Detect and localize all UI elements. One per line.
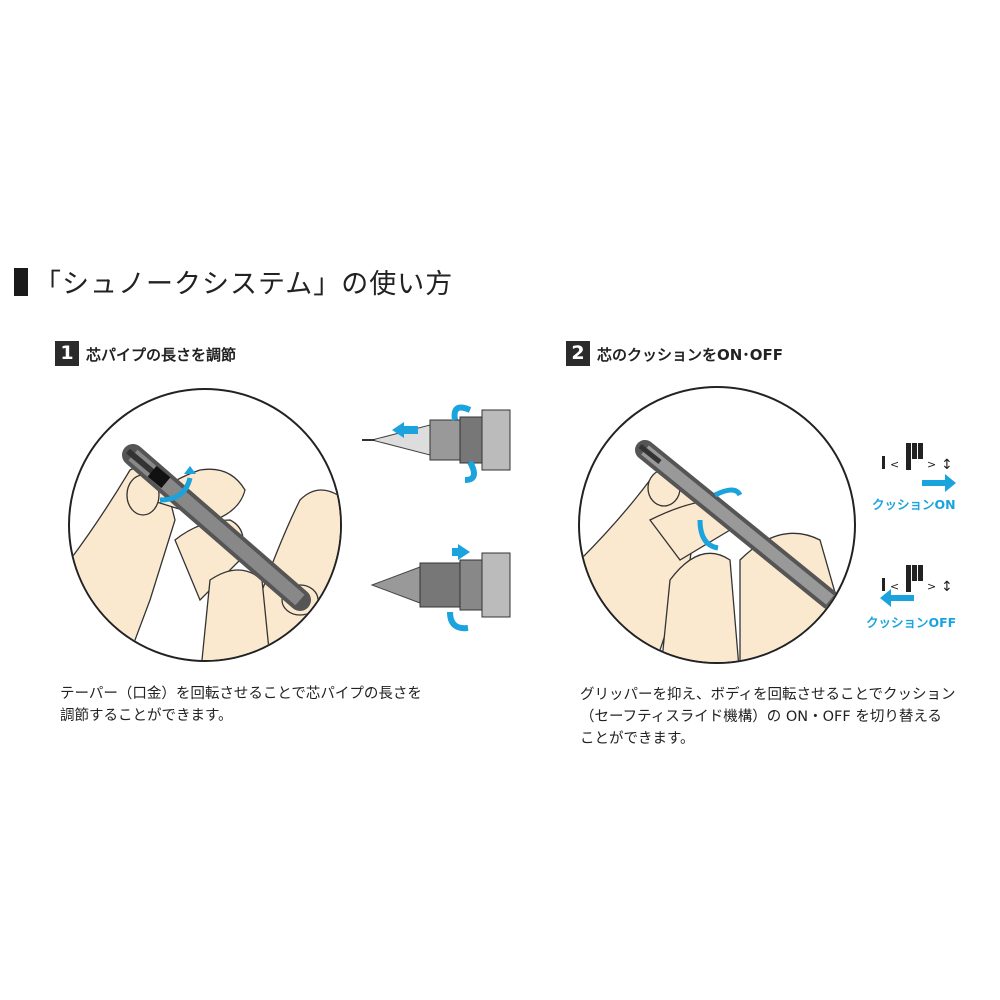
page-title: 「シュノークシステム」の使い方 — [34, 269, 454, 300]
caption-line: 調節することができます。 — [60, 708, 233, 724]
cushion-off-icon: < > ↕ — [880, 565, 953, 607]
svg-text:<: < — [890, 458, 899, 471]
tip-extended-illustration — [362, 404, 511, 483]
step-2-caption: グリッパーを抑え、ボディを回転させることでクッション （セーフティスライド機構）… — [580, 684, 956, 750]
step-1-badge: 1 — [55, 341, 79, 366]
caption-line: （セーフティスライド機構）の ON・OFF を切り替える — [580, 709, 942, 725]
step-2-badge: 2 — [566, 341, 590, 366]
cushion-on-label: クッションON — [872, 497, 956, 512]
cushion-off-label: クッションOFF — [866, 615, 957, 630]
caption-line: ことができます。 — [580, 731, 695, 747]
svg-text:↕: ↕ — [941, 457, 953, 473]
svg-text:<: < — [890, 580, 899, 593]
step-1-caption: テーパー（口金）を回転させることで芯パイプの長さを 調節することができます。 — [60, 683, 422, 727]
caption-line: グリッパーを抑え、ボディを回転させることでクッション — [580, 687, 956, 703]
step-1-label: 芯パイプの長さを調節 — [86, 346, 237, 364]
caption-line: テーパー（口金）を回転させることで芯パイプの長さを — [60, 686, 422, 702]
step-2-label: 芯のクッションをON･OFF — [597, 346, 784, 364]
tip-retracted-illustration — [370, 544, 511, 632]
svg-text:>: > — [927, 458, 936, 471]
title-marker — [14, 268, 28, 296]
cushion-on-icon: < > ↕ — [882, 443, 956, 492]
svg-text:>: > — [927, 580, 936, 593]
svg-text:↕: ↕ — [941, 579, 953, 595]
